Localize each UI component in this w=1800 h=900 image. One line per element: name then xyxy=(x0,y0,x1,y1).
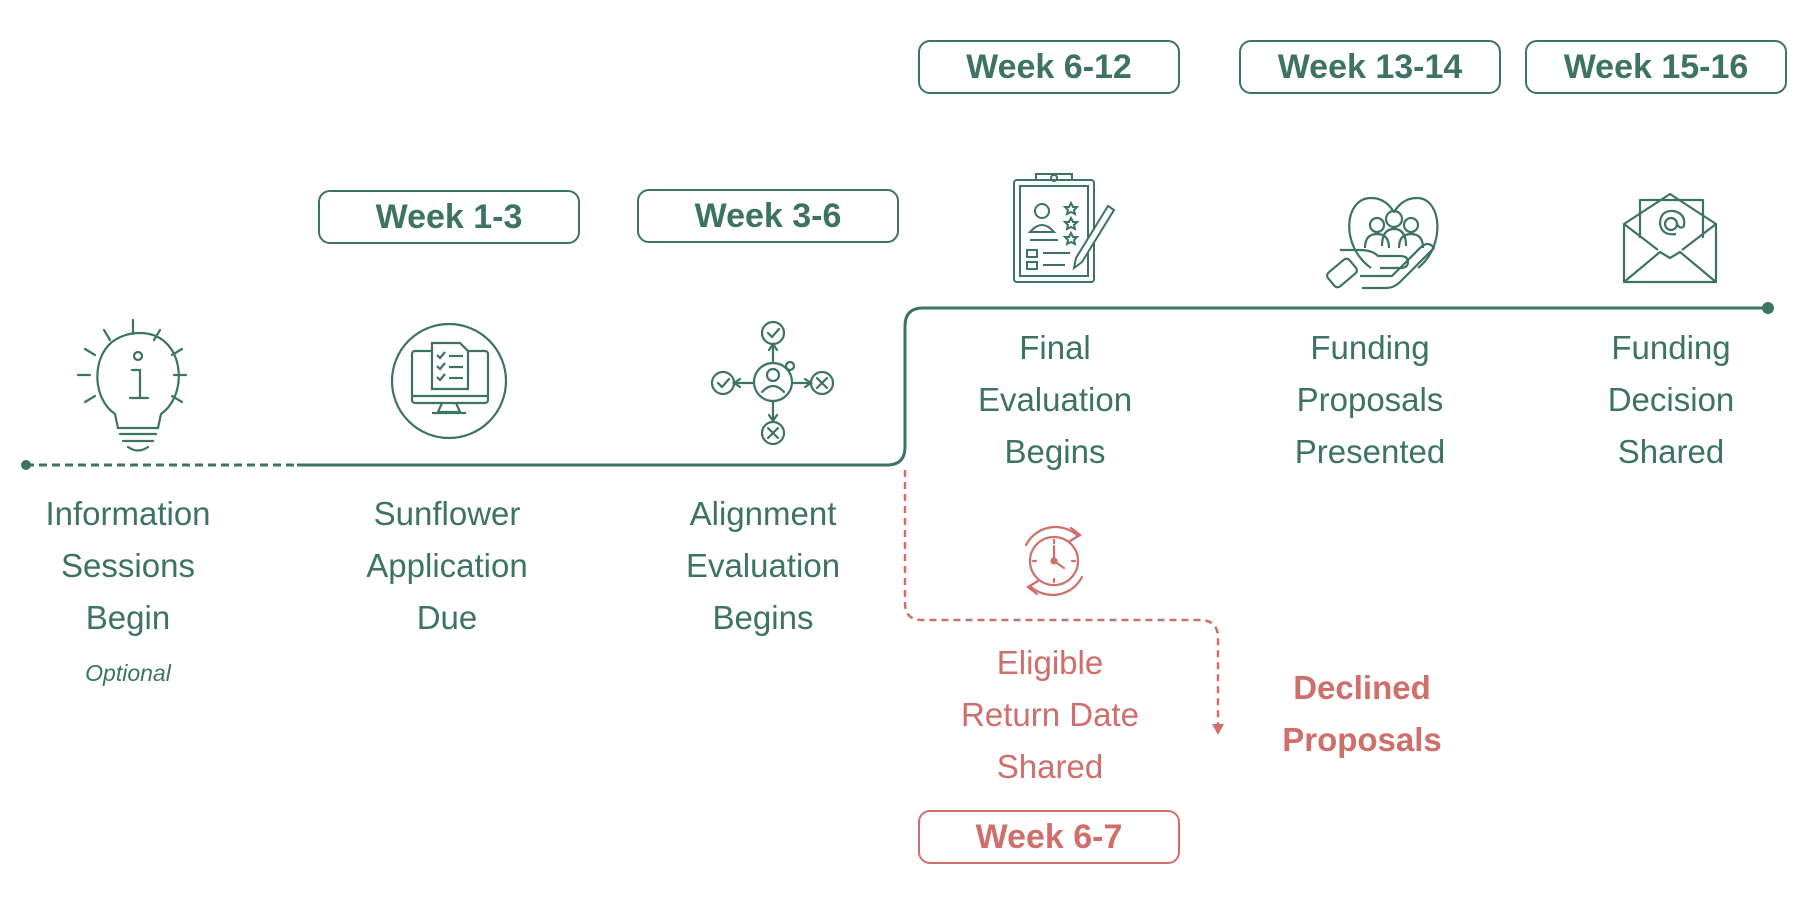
badge-week-1-3: Week 1-3 xyxy=(318,190,580,244)
declined-branch-path xyxy=(903,470,1220,728)
timeline-path xyxy=(21,302,1774,470)
step-funding-proposals: Funding Proposals Presented xyxy=(1294,329,1446,470)
badge-week-6-7: Week 6-7 xyxy=(918,810,1180,864)
hand-heart-people-icon xyxy=(1326,196,1439,290)
badge-week-13-14: Week 13-14 xyxy=(1239,40,1501,94)
step-application-due: Sunflower Application Due xyxy=(366,495,528,636)
step-information-sessions: Information Sessions Begin xyxy=(45,495,211,636)
step-declined-proposals: Declined Proposals xyxy=(1282,669,1442,758)
step-final-evaluation: Final Evaluation Begins xyxy=(977,329,1133,470)
clipboard-evaluation-icon xyxy=(1013,173,1116,283)
step-funding-decision: Funding Decision Shared xyxy=(1607,329,1735,470)
badge-week-15-16: Week 15-16 xyxy=(1525,40,1787,94)
clock-refresh-icon xyxy=(1024,525,1084,597)
badge-week-6-12: Week 6-12 xyxy=(918,40,1180,94)
step-eligible-return: Eligible Return Date Shared xyxy=(961,644,1139,785)
badge-week-3-6: Week 3-6 xyxy=(637,189,899,243)
step-alignment-evaluation: Alignment Evaluation Begins xyxy=(685,495,841,636)
envelope-email-icon xyxy=(1622,192,1718,284)
lightbulb-info-icon xyxy=(76,318,188,452)
declined-arrowhead xyxy=(1212,724,1224,735)
decision-person-icon xyxy=(710,320,835,446)
computer-checklist-icon xyxy=(390,322,508,440)
note-optional: Optional xyxy=(85,660,171,686)
